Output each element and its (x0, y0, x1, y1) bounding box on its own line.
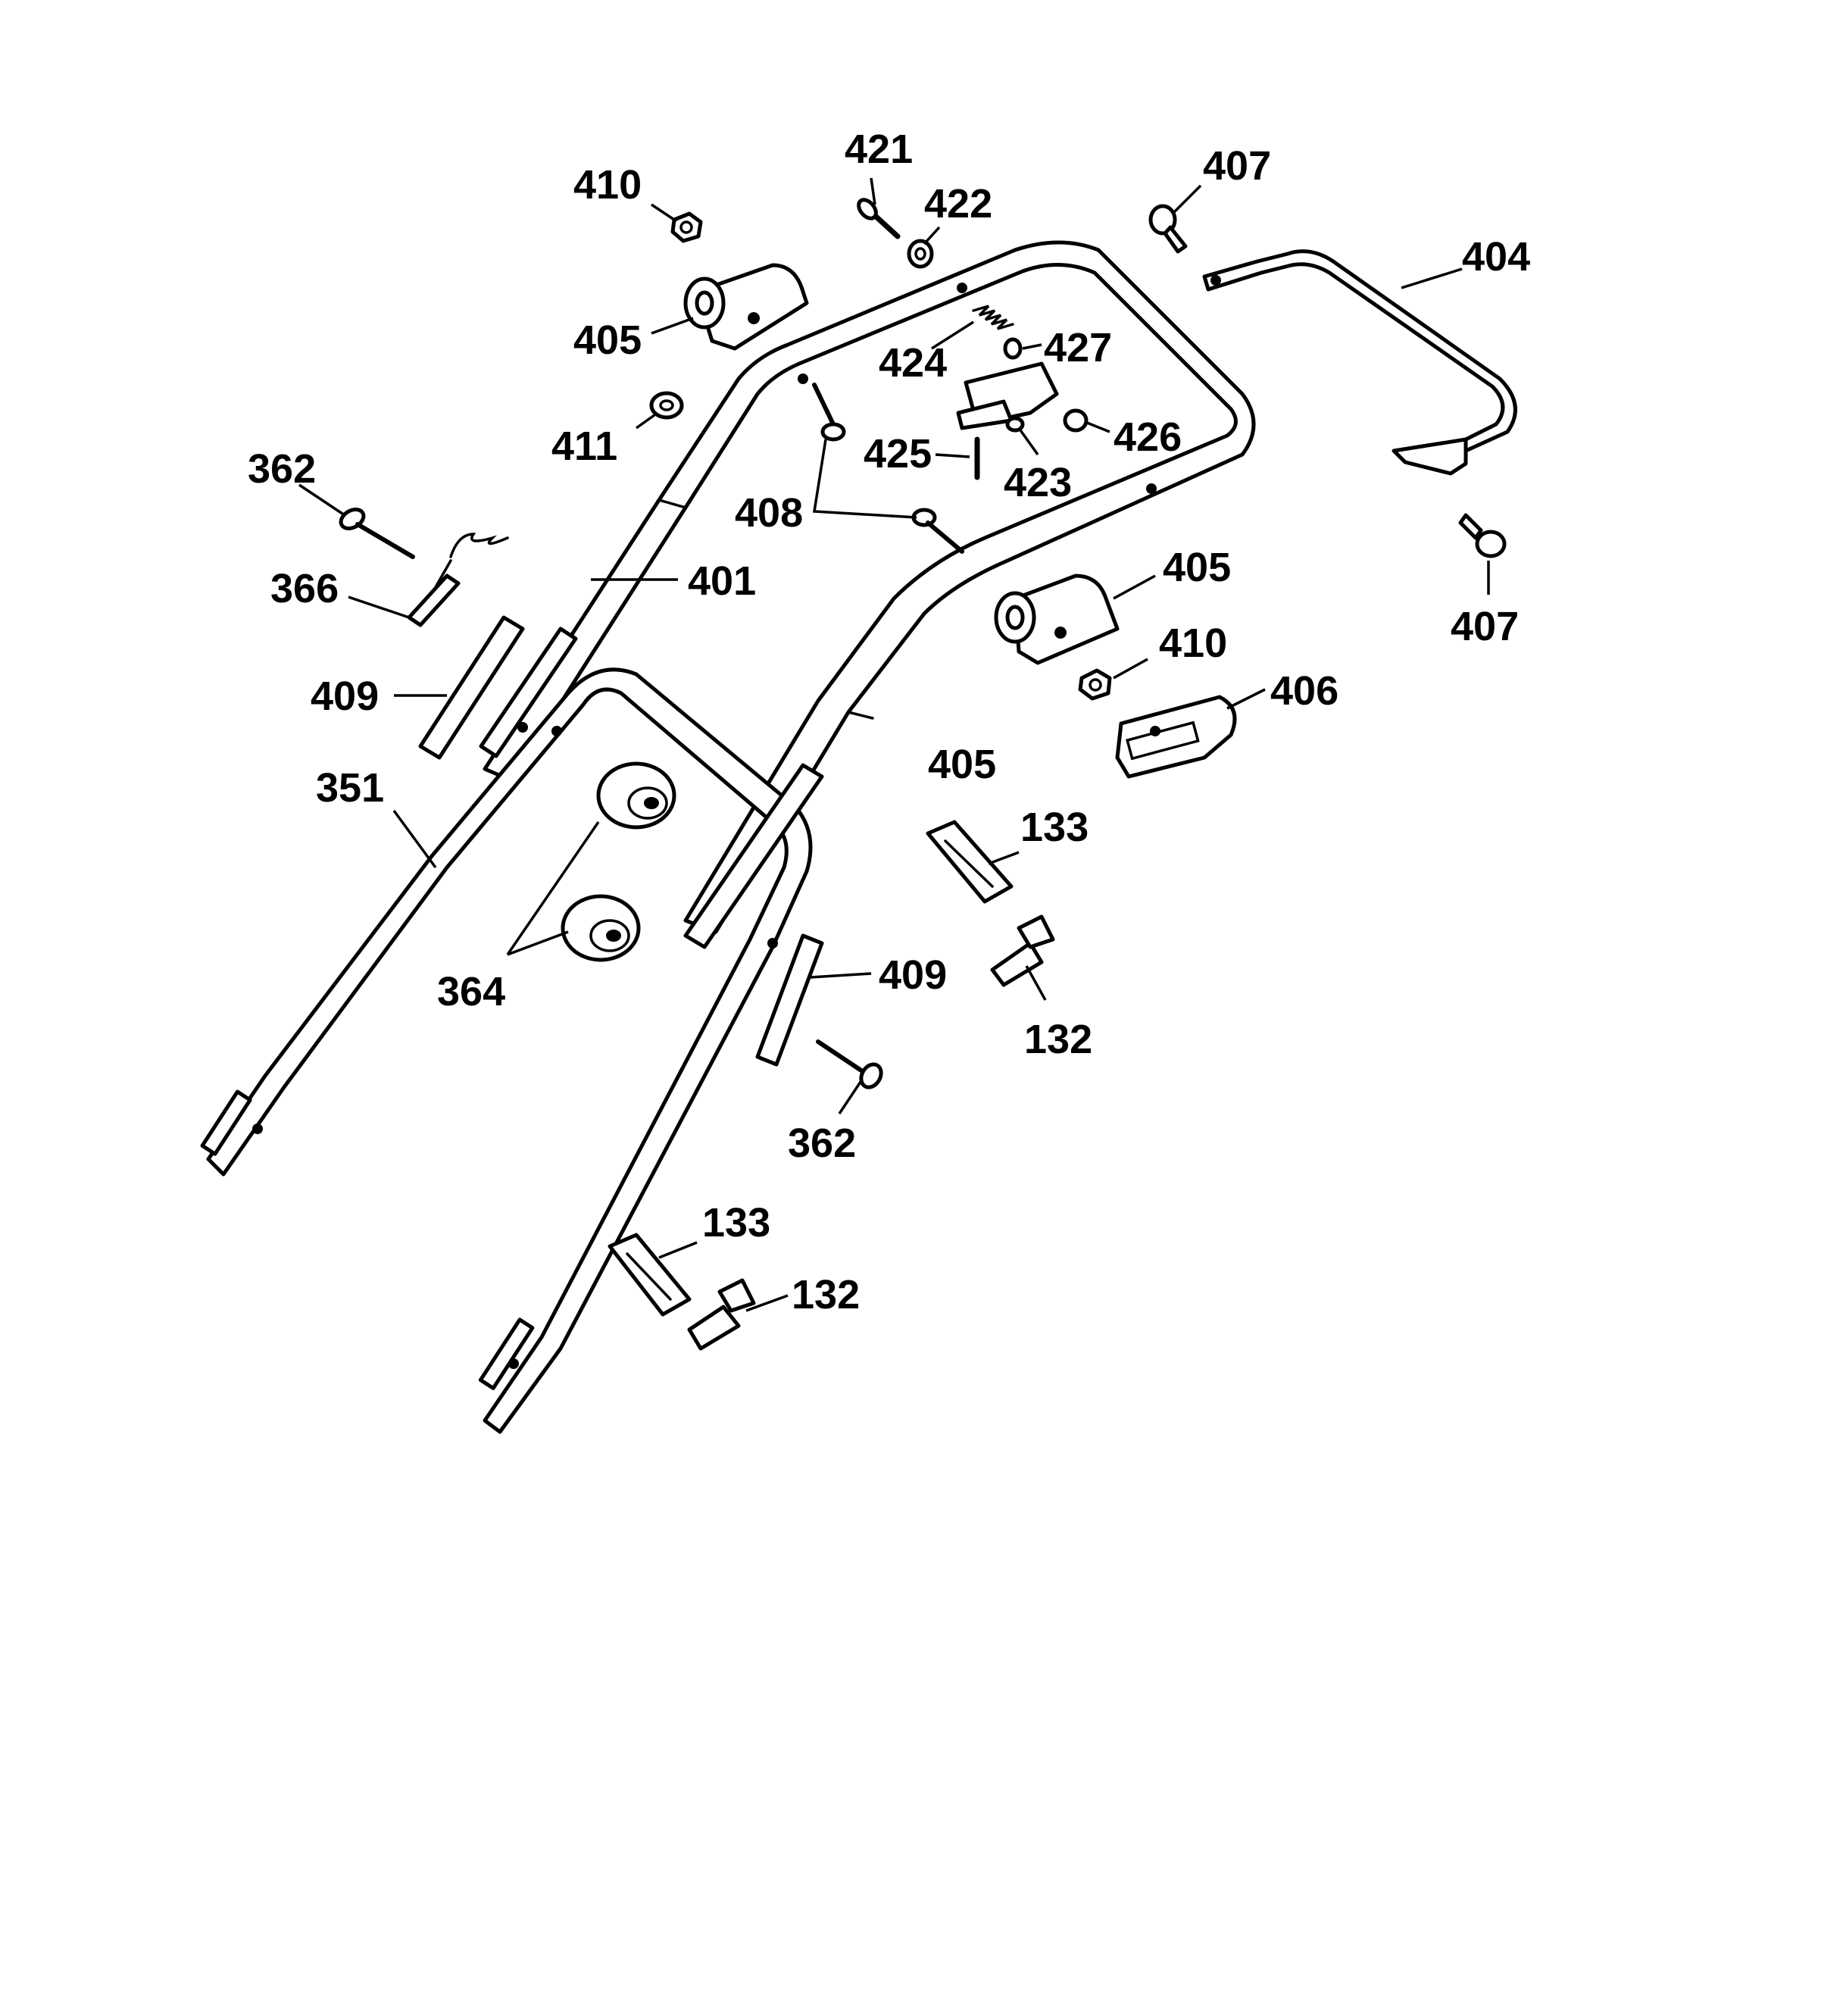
clip-133-lower (608, 1233, 692, 1317)
lower-handle-351 (200, 667, 813, 1434)
callout-411: 411 (551, 424, 617, 469)
callout-410-top: 410 (573, 162, 642, 208)
screw-408-upper (812, 383, 846, 442)
ring-427 (1003, 337, 1023, 360)
bolt-362-left (339, 508, 415, 559)
callout-405-top: 405 (573, 317, 642, 363)
callout-labels: 410 421 422 407 404 405 424 427 411 426 … (248, 127, 1530, 1317)
sleeve-409-left-a (418, 615, 525, 760)
sleeve-409-lower (755, 933, 824, 1067)
clip-133-mid (926, 820, 1014, 904)
callout-362-left: 362 (248, 446, 316, 492)
knob-364-upper (596, 761, 676, 830)
callout-424: 424 (879, 340, 947, 386)
callout-132-mid: 132 (1024, 1017, 1092, 1062)
cable-guide-366 (407, 533, 509, 627)
callout-427: 427 (1044, 325, 1112, 370)
callout-364: 364 (437, 969, 505, 1014)
callout-426: 426 (1114, 414, 1182, 460)
callout-406: 406 (1270, 668, 1339, 714)
callout-366: 366 (270, 566, 339, 611)
sleeve-409-left-b (479, 627, 578, 758)
callout-409-mid: 409 (879, 952, 947, 998)
washer-422 (907, 239, 934, 269)
screw-408-lower (911, 508, 964, 554)
callout-132-lower: 132 (792, 1272, 860, 1317)
spring-424 (972, 305, 1014, 330)
callout-410-mid: 410 (1159, 620, 1227, 666)
bracket-132-mid (990, 914, 1055, 987)
callout-133-lower: 133 (702, 1200, 770, 1246)
callout-409-left: 409 (311, 674, 379, 719)
nut-411 (649, 391, 684, 420)
callout-422: 422 (924, 181, 992, 227)
handle-clamp-405-top (683, 263, 809, 351)
callout-133-mid: 133 (1020, 805, 1089, 850)
bolt-362-lower (816, 1039, 883, 1089)
sleeve-409-mid (683, 763, 824, 949)
knob-407-top (1148, 204, 1188, 254)
bolt-421 (857, 198, 901, 239)
nut-410-top (670, 211, 703, 243)
callout-421: 421 (845, 127, 913, 172)
callout-362-lower: 362 (788, 1121, 856, 1166)
callout-405-mid: 405 (1163, 545, 1231, 590)
callout-407-right: 407 (1451, 604, 1519, 649)
callout-408: 408 (735, 490, 803, 536)
callout-425: 425 (864, 431, 932, 477)
callout-407-top: 407 (1203, 143, 1271, 189)
callout-405-low: 405 (928, 742, 996, 787)
handle-clamp-405-mid (994, 574, 1120, 665)
callout-401: 401 (688, 558, 756, 604)
cover-406 (1115, 695, 1237, 779)
bracket-132-lower (687, 1278, 756, 1351)
callout-351: 351 (316, 765, 384, 811)
nut-410-mid (1078, 668, 1112, 701)
control-bar-404 (1202, 249, 1517, 476)
button-426 (1063, 408, 1089, 433)
knob-407-right (1458, 513, 1507, 558)
callout-404: 404 (1462, 234, 1530, 280)
leader-lines (298, 177, 1490, 1312)
knob-364-lower (561, 894, 641, 962)
latch-423 (956, 361, 1059, 433)
callout-423: 423 (1004, 460, 1072, 505)
